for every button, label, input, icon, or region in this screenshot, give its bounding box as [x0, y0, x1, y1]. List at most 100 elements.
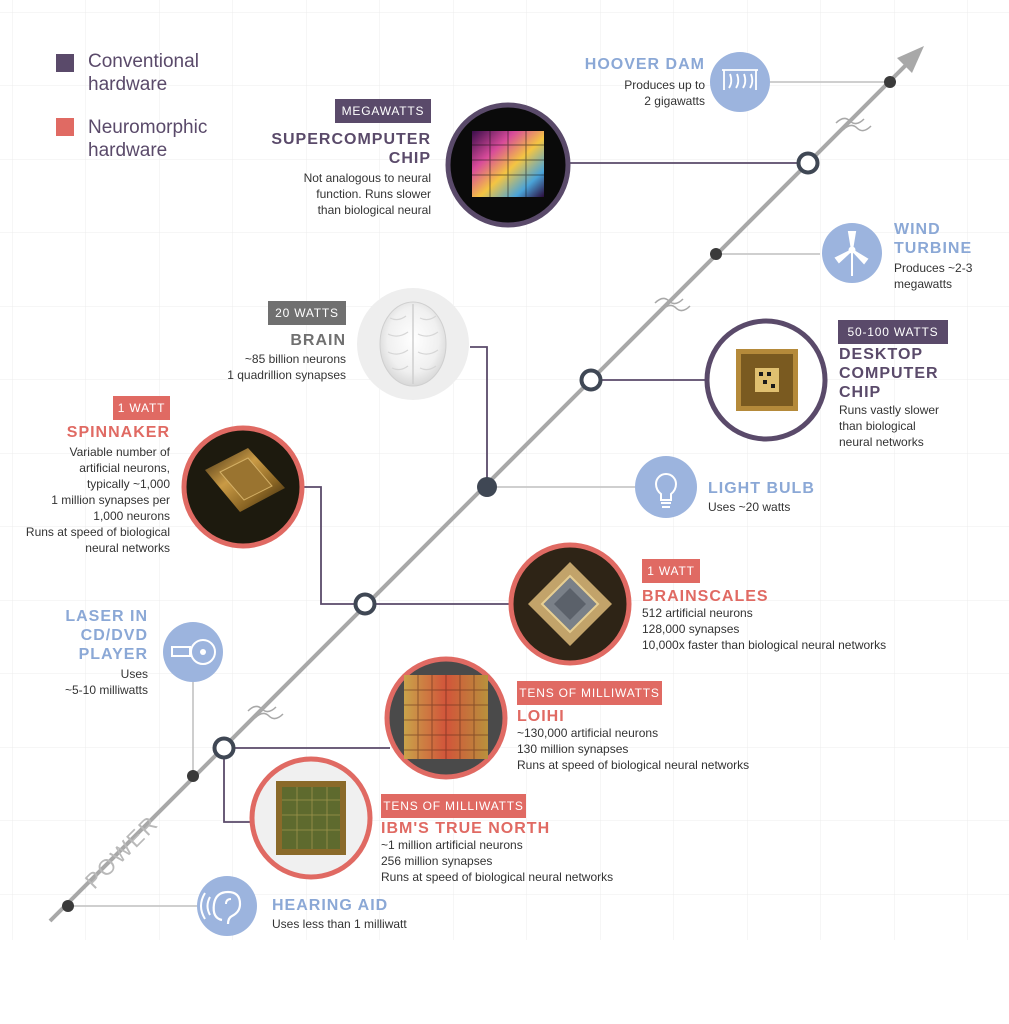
legend-swatch-neuromorphic: [56, 118, 74, 136]
desc-line: 2 gigawatts: [644, 94, 705, 108]
supercomputer-title: SUPERCOMPUTER CHIP: [250, 130, 431, 168]
desc-line: ~5-10 milliwatts: [64, 683, 148, 697]
axis-markers: [62, 76, 896, 912]
marker-wind-turbine: [710, 248, 722, 260]
desktop-title: DESKTOP COMPUTER CHIP: [839, 345, 999, 402]
desc-line: 128,000 synapses: [642, 622, 740, 636]
desktop-desc: Runs vastly slower than biological neura…: [839, 402, 999, 450]
desc-line: typically ~1,000: [86, 477, 170, 491]
desc-line: neural networks: [839, 435, 924, 449]
marker-loihi-truenorth: [212, 736, 236, 760]
brainscales-chip-image: [508, 542, 632, 666]
axis-break-marks: [247, 117, 872, 720]
light-bulb-desc: Uses ~20 watts: [708, 499, 848, 515]
desc-line: ~85 billion neurons: [244, 352, 346, 366]
title-line: SUPERCOMPUTER: [271, 131, 431, 148]
desc-line: 1 million synapses per: [51, 493, 170, 507]
spinnaker-badge: 1 WATT: [113, 396, 170, 420]
supercomputer-desc: Not analogous to neural function. Runs s…: [250, 170, 431, 218]
laser-desc: Uses ~5-10 milliwatts: [40, 666, 148, 698]
brain-badge: 20 WATTS: [268, 301, 346, 325]
desc-line: Runs at speed of biological neural netwo…: [381, 870, 614, 884]
wind-turbine-desc: Produces ~2-3 megawatts: [894, 260, 1004, 292]
wind-turbine-title: WIND TURBINE: [894, 220, 1004, 258]
desc-line: 256 million synapses: [381, 854, 493, 868]
truenorth-chip-image: [249, 756, 373, 880]
supercomputer-badge: MEGAWATTS: [335, 99, 431, 123]
brain-desc: ~85 billion neurons 1 quadrillion synaps…: [206, 351, 346, 383]
desc-line: Runs at speed of biological: [25, 525, 170, 539]
hearing-aid-title: HEARING AID: [272, 897, 389, 914]
power-axis-arrowhead: [897, 46, 924, 73]
ear-icon: [197, 876, 257, 936]
desc-line: function. Runs slower: [316, 187, 431, 201]
desc-line: neural networks: [85, 541, 170, 555]
desc-line: 512 artificial neurons: [642, 606, 753, 620]
loihi-desc: ~130,000 artificial neurons 130 million …: [517, 725, 817, 773]
marker-laser: [187, 770, 199, 782]
desktop-badge: 50-100 WATTS: [838, 320, 948, 344]
desc-line: 1 quadrillion synapses: [227, 368, 346, 382]
truenorth-desc: ~1 million artificial neurons 256 millio…: [381, 837, 681, 885]
desc-line: Runs vastly slower: [839, 403, 940, 417]
marker-spinnaker-brainscales: [353, 592, 377, 616]
title-line: WIND: [894, 221, 941, 238]
desc-line: Uses: [120, 667, 148, 681]
brain-title: BRAIN: [290, 332, 346, 349]
connectors: [68, 81, 890, 907]
loihi-title: LOIHI: [517, 708, 565, 725]
truenorth-title: IBM'S TRUE NORTH: [381, 820, 551, 837]
title-line: CHIP: [839, 384, 882, 401]
title-line: CD/DVD: [80, 627, 148, 644]
cd-laser-icon: [163, 622, 223, 682]
marker-brain-lightbulb: [477, 477, 497, 497]
desc-line: Variable number of: [69, 445, 171, 459]
desc-line: artificial neurons,: [79, 461, 170, 475]
desc-line: megawatts: [894, 277, 953, 291]
desc-line: Not analogous to neural: [303, 171, 431, 185]
marker-hoover-dam: [884, 76, 896, 88]
brainscales-badge: 1 WATT: [642, 559, 700, 583]
title-line: CHIP: [388, 150, 431, 167]
spinnaker-desc: Variable number of artificial neurons, t…: [10, 444, 170, 556]
desc-line: than biological neural: [317, 203, 431, 217]
title-line: DESKTOP: [839, 346, 924, 363]
laser-title: LASER IN CD/DVD PLAYER: [40, 607, 148, 664]
title-line: LASER IN: [65, 608, 148, 625]
legend-label-neuromorphic: Neuromorphic hardware: [88, 117, 208, 161]
brain-image: [357, 288, 469, 400]
desc-line: Uses less than 1 milliwatt: [272, 917, 407, 931]
spinnaker-title: SPINNAKER: [66, 424, 170, 441]
desc-line: ~130,000 artificial neurons: [517, 726, 659, 740]
supercomputer-chip-image: [445, 102, 571, 228]
legend-label-conventional: Conventional hardware: [88, 51, 199, 95]
desc-line: 1,000 neurons: [93, 509, 170, 523]
legend-swatch-conventional: [56, 54, 74, 72]
brainscales-title: BRAINSCALES: [642, 588, 769, 605]
desc-line: ~1 million artificial neurons: [381, 838, 523, 852]
light-bulb-title: LIGHT BULB: [708, 480, 815, 497]
title-line: COMPUTER: [839, 365, 939, 382]
desc-line: than biological: [839, 419, 916, 433]
hoover-dam-desc: Produces up to 2 gigawatts: [540, 77, 705, 109]
desc-line: 10,000x faster than biological neural ne…: [642, 638, 887, 652]
desc-line: 130 million synapses: [517, 742, 629, 756]
title-line: PLAYER: [78, 646, 148, 663]
light-bulb-icon: [635, 456, 697, 518]
desc-line: Produces ~2-3: [894, 261, 973, 275]
marker-hearing-aid: [62, 900, 74, 912]
spinnaker-chip-image: [181, 425, 305, 549]
desc-line: Uses ~20 watts: [708, 500, 791, 514]
desc-line: Runs at speed of biological neural netwo…: [517, 758, 750, 772]
hearing-aid-desc: Uses less than 1 milliwatt: [272, 916, 472, 932]
marker-desktop: [579, 368, 603, 392]
hoover-dam-title: HOOVER DAM: [584, 56, 705, 73]
brainscales-desc: 512 artificial neurons 128,000 synapses …: [642, 605, 942, 653]
dam-icon: [710, 52, 770, 112]
wind-turbine-icon: [822, 223, 882, 283]
marker-supercomputer: [796, 151, 820, 175]
title-line: TURBINE: [894, 240, 973, 257]
loihi-chip-image: [384, 656, 508, 780]
